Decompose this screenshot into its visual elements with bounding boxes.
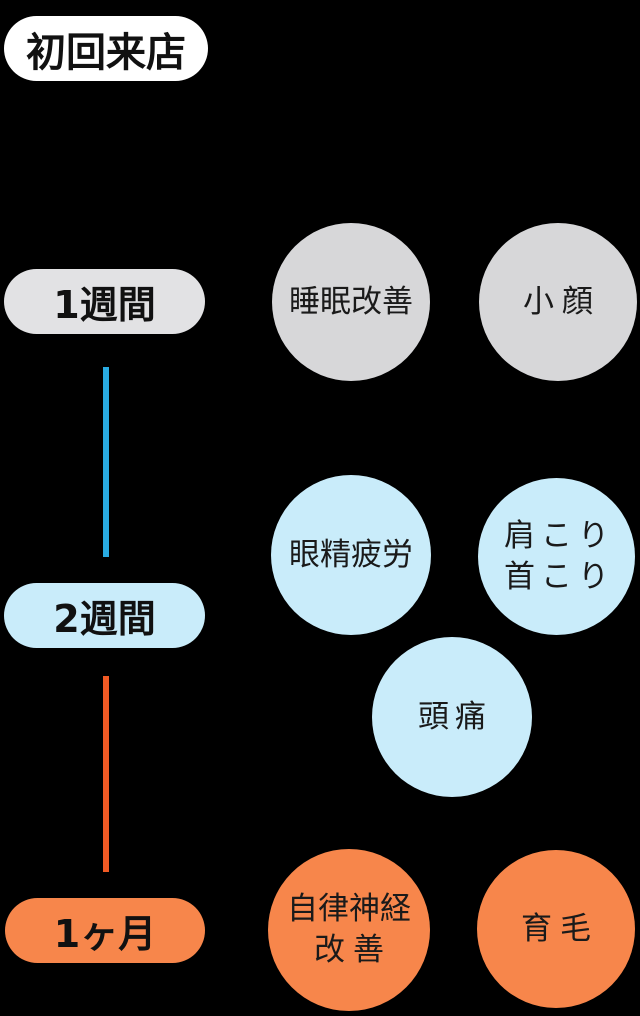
- stage-pill-1week: 1週間: [4, 269, 205, 334]
- effect-label-sleep-improvement: 睡眠改善: [289, 283, 413, 320]
- start-pill: 初回来店: [4, 16, 208, 81]
- connector-line-week1-week2: [103, 367, 109, 557]
- effect-circle-eye-strain: 眼精疲労: [271, 475, 431, 635]
- effect-circle-hair-growth: 育毛: [477, 850, 635, 1008]
- effect-label-eye-strain: 眼精疲労: [289, 536, 413, 573]
- effect-circle-sleep-improvement: 睡眠改善: [272, 223, 430, 381]
- effect-circle-autonomic-nerve-improvement: 自律神経 改善: [268, 849, 430, 1011]
- effect-circle-shoulder-neck-stiffness: 肩こり 首こり: [478, 478, 635, 635]
- effect-label-neck-stiffness: 首こり: [504, 558, 615, 595]
- stage-pill-1month: 1ヶ月: [5, 898, 205, 963]
- stage-pill-1month-label: 1ヶ月: [53, 912, 157, 956]
- effect-circle-headache: 頭痛: [372, 637, 532, 797]
- start-pill-label: 初回来店: [26, 29, 186, 76]
- effect-label-autonomic-improvement: 改善: [314, 932, 392, 968]
- effect-label-headache: 頭痛: [418, 698, 492, 735]
- effect-circle-small-face: 小顔: [479, 223, 637, 381]
- effect-label-shoulder-stiffness: 肩こり: [504, 517, 615, 554]
- stage-pill-2weeks-label: 2週間: [53, 597, 156, 641]
- effect-label-autonomic-nerve: 自律神経: [287, 891, 411, 927]
- effect-label-hair-growth: 育毛: [521, 910, 599, 947]
- stage-pill-2weeks: 2週間: [4, 583, 205, 648]
- effect-label-small-face: 小顔: [523, 283, 601, 320]
- connector-line-week2-month1: [103, 676, 109, 872]
- stage-pill-1week-label: 1週間: [53, 283, 156, 327]
